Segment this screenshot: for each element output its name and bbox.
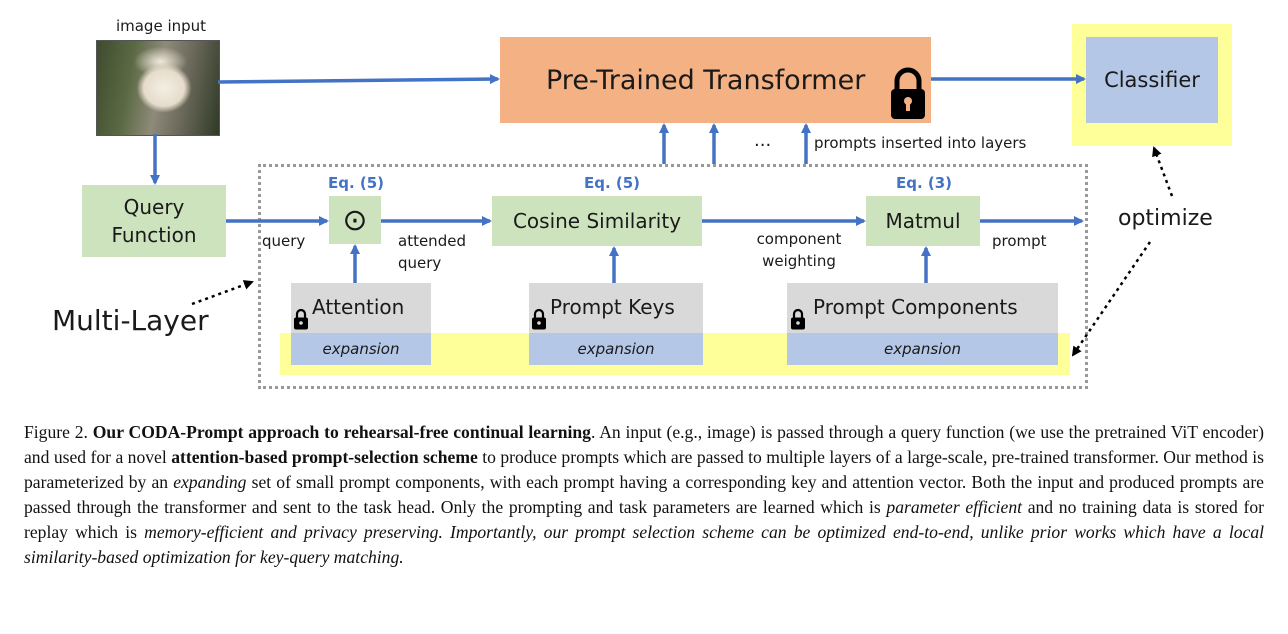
query-function-box: Query Function [82, 185, 226, 257]
cosine-label: Cosine Similarity [512, 209, 682, 233]
attention-box: Attention [291, 283, 431, 333]
component-weighting-label: component weighting [756, 230, 842, 270]
caption-part2: to produce prompts which are passed to m… [24, 447, 1264, 492]
attention-label: Attention [312, 295, 405, 319]
hadamard-symbol: ⊙ [342, 202, 368, 238]
multi-layer-label: Multi-Layer [52, 304, 209, 337]
prompts-inserted-label: prompts inserted into layers [814, 134, 1027, 152]
prompt-components-box: Prompt Components [787, 283, 1058, 333]
prompt-components-lock-icon [791, 308, 805, 330]
matmul-box: Matmul [866, 196, 980, 246]
ellipsis: ... [754, 130, 772, 151]
multi-layer-container [258, 164, 1088, 389]
classifier-label: Classifier [1104, 68, 1200, 92]
cosine-similarity-box: Cosine Similarity [492, 196, 702, 246]
caption-part4: and no training data is stored for repla… [24, 497, 1265, 542]
attention-lock-icon [294, 308, 308, 330]
caption-part1: . An input (e.g., image) is passed throu… [24, 422, 1265, 467]
caption-italic-param: parameter efficient [886, 497, 1023, 517]
pretrained-transformer-box: Pre-Trained Transformer [500, 37, 931, 123]
figure-caption: Figure 2. Our CODA-Prompt approach to re… [24, 420, 1264, 570]
optimize-label: optimize [1118, 206, 1213, 231]
prompt-keys-expansion: expansion [529, 333, 703, 365]
transformer-label: Pre-Trained Transformer [546, 64, 866, 96]
matmul-label: Matmul [885, 209, 961, 233]
classifier-box: Classifier [1086, 37, 1218, 123]
query-edge-label: query [262, 232, 306, 250]
caption-title: Our CODA-Prompt approach to rehearsal-fr… [92, 422, 591, 442]
arrow-multilayer-pointer [191, 280, 254, 306]
expansion-label: expansion [884, 340, 961, 358]
query-function-label: Query Function [111, 195, 197, 247]
expansion-label: expansion [322, 340, 400, 358]
arrow-image-to-transformer [217, 74, 500, 85]
transformer-lock-icon [891, 67, 925, 119]
eq-attention-label: Eq. (5) [327, 174, 385, 192]
eq-cosine-label: Eq. (5) [583, 174, 641, 192]
figure-number: Figure 2. [24, 422, 88, 442]
expansion-label: expansion [577, 340, 655, 358]
prompt-components-expansion: expansion [787, 333, 1058, 365]
arrow-optimize-expansion [1071, 241, 1152, 357]
caption-italic-rest: memory-efficient and privacy preserving.… [24, 522, 1264, 567]
prompt-keys-lock-icon [532, 308, 546, 330]
eq-matmul-label: Eq. (3) [895, 174, 953, 192]
attention-expansion: expansion [291, 333, 431, 365]
hadamard-product-box: ⊙ [329, 196, 381, 244]
diagram-arrows [150, 74, 1174, 357]
image-input-label: image input [115, 17, 207, 35]
caption-part3: set of small prompt components, with eac… [24, 472, 1264, 517]
attended-query-label: attended query [398, 232, 466, 272]
caption-italic-expanding: expanding [173, 472, 247, 492]
arrow-optimize-classifier [1152, 146, 1174, 197]
dog-image [96, 40, 220, 136]
prompt-keys-box: Prompt Keys [529, 283, 703, 333]
prompt-edge-label: prompt [992, 232, 1047, 250]
prompt-components-label: Prompt Components [813, 295, 1018, 319]
prompt-keys-label: Prompt Keys [550, 295, 675, 319]
caption-bold-scheme: attention-based prompt-selection scheme [171, 447, 478, 467]
